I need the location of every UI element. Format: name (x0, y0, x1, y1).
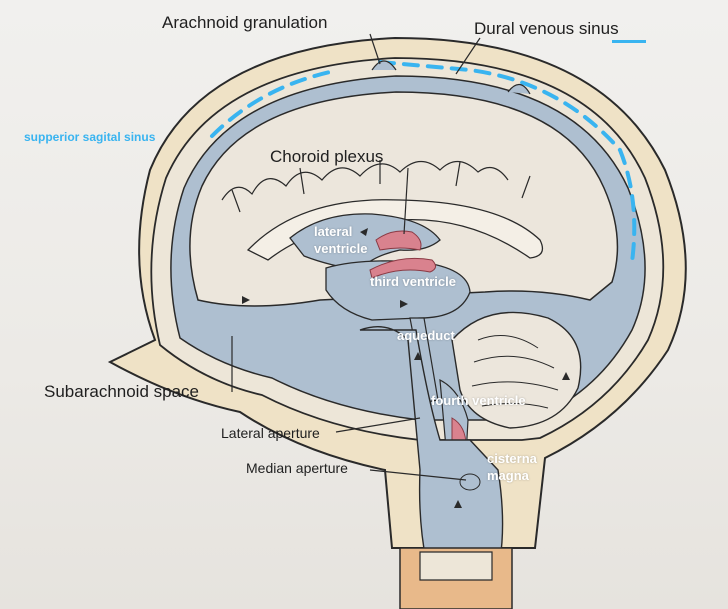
arachnoid-granulation-bumps (371, 60, 531, 95)
label-cisterna-magna: cisterna magna (487, 451, 537, 483)
cerebellum (451, 311, 582, 429)
label-lateral-ventricle: lateral ventricle (314, 224, 368, 256)
third-ventricle (325, 260, 471, 321)
label-choroid-plexus: Choroid plexus (270, 147, 384, 166)
label-subarachnoid-space: Subarachnoid space (44, 382, 200, 401)
label-third-ventricle: third ventricle (370, 274, 456, 289)
label-aqueduct: aqueduct (397, 328, 455, 343)
label-superior-sagittal-sinus: supperior sagital sinus (24, 130, 156, 144)
leader-lines (231, 33, 481, 481)
sinus-underline (612, 40, 646, 43)
label-arachnoid-granulation: Arachnoid granulation (162, 13, 328, 32)
label-fourth-ventricle: fourth ventricle (431, 393, 526, 408)
choroid-plexus-third (369, 257, 436, 279)
spinal-canal-inner (419, 551, 493, 581)
cerebellar-folia (471, 335, 559, 409)
cisterna-magna-area (459, 473, 481, 491)
label-median-aperture: Median aperture (246, 460, 348, 476)
superior-sagittal-sinus-trace (210, 60, 637, 264)
csf-flow-arrows (242, 228, 570, 508)
label-dural-venous-sinus: Dural venous sinus (474, 19, 619, 38)
label-lateral-aperture: Lateral aperture (221, 425, 320, 441)
gyri-folds (221, 160, 531, 213)
choroid-plexus-lateral (375, 230, 422, 251)
cerebrum (189, 91, 619, 307)
